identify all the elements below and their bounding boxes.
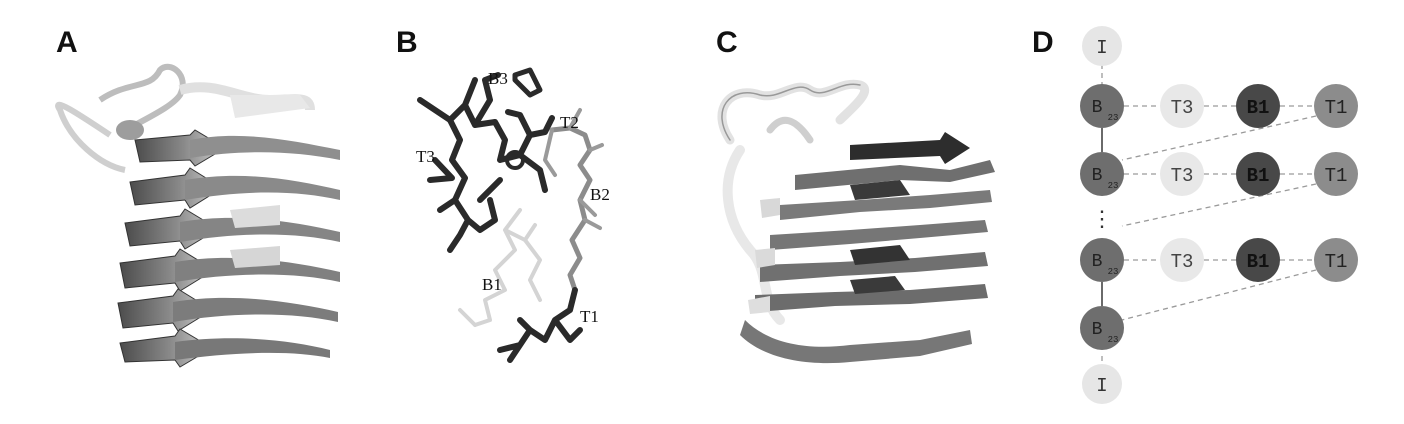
panel-a-ribbon	[55, 63, 340, 368]
label-b1: B1	[482, 275, 502, 294]
svg-text:T3: T3	[1171, 251, 1194, 273]
panel-d-network: I B 23 T3 B1 T1 B 23 T3 B1 T1 ⋮ B 23 T3 …	[1080, 26, 1358, 404]
loop	[55, 101, 126, 173]
svg-text:B1: B1	[1247, 251, 1270, 273]
svg-text:T3: T3	[1171, 165, 1194, 187]
svg-text:23: 23	[1108, 267, 1119, 277]
node-t3: T3	[1160, 238, 1204, 282]
beta-strands	[117, 129, 340, 368]
node-t3: T3	[1160, 84, 1204, 128]
panel-label-a: A	[56, 26, 78, 59]
node-b1: B1	[1236, 84, 1280, 128]
node-t1: T1	[1314, 84, 1358, 128]
svg-text:B1: B1	[1247, 97, 1270, 119]
label-t3: T3	[416, 147, 435, 166]
svg-text:T1: T1	[1325, 251, 1348, 273]
node-b1: B1	[1236, 238, 1280, 282]
node-t1: T1	[1314, 238, 1358, 282]
node-b23: B 23	[1080, 238, 1124, 282]
node-t3: T3	[1160, 152, 1204, 196]
label-b3: B3	[488, 69, 508, 88]
svg-text:B: B	[1092, 252, 1103, 272]
svg-text:T3: T3	[1171, 97, 1194, 119]
ellipsis: ⋮	[1091, 206, 1113, 231]
beta-strands	[740, 132, 995, 364]
mid-chain	[549, 125, 593, 293]
svg-text:I: I	[1096, 37, 1107, 59]
loop	[98, 63, 186, 138]
t1-chain	[497, 287, 583, 363]
svg-text:23: 23	[1108, 113, 1119, 123]
node-b23: B 23	[1080, 84, 1124, 128]
panel-label-b: B	[396, 26, 418, 59]
svg-text:B: B	[1092, 320, 1103, 340]
node-i-bottom: I	[1082, 364, 1122, 404]
svg-text:B1: B1	[1247, 165, 1270, 187]
svg-text:23: 23	[1108, 335, 1119, 345]
dark-chain	[447, 72, 555, 253]
node-t1: T1	[1314, 152, 1358, 196]
svg-text:23: 23	[1108, 181, 1119, 191]
node-b1: B1	[1236, 152, 1280, 196]
node-i-top: I	[1082, 26, 1122, 66]
label-b2: B2	[590, 185, 610, 204]
panel-b-stick-model: B3 T2 T3 B2 B1 T1	[416, 67, 610, 363]
svg-text:I: I	[1096, 375, 1107, 397]
node-b23: B 23	[1080, 306, 1124, 350]
svg-text:B: B	[1092, 98, 1103, 118]
svg-text:T1: T1	[1325, 97, 1348, 119]
node-b23: B 23	[1080, 152, 1124, 196]
panel-label-d: D	[1032, 26, 1054, 59]
label-t2: T2	[560, 113, 579, 132]
light-chain	[473, 208, 542, 327]
panel-c-ribbon	[717, 79, 995, 364]
svg-text:B: B	[1092, 166, 1103, 186]
panel-label-c: C	[716, 26, 738, 59]
label-t1: T1	[580, 307, 599, 326]
svg-text:T1: T1	[1325, 165, 1348, 187]
